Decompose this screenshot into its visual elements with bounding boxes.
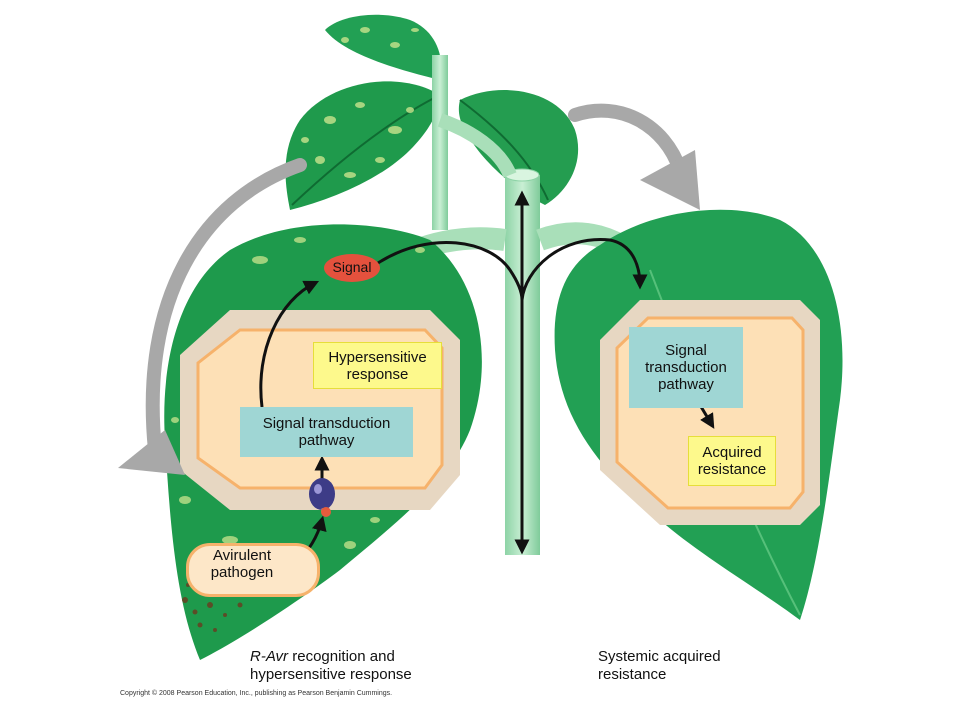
signal-label: Signal — [332, 259, 372, 275]
left-signal-transduction-box: Signal transduction pathway — [240, 407, 413, 457]
acquired-resistance-box: Acquired resistance — [688, 436, 776, 486]
right-caption: Systemic acquired resistance — [598, 648, 721, 684]
copyright-text: Copyright © 2008 Pearson Education, Inc.… — [120, 690, 393, 697]
right-caption-line2: resistance — [598, 666, 667, 683]
left-caption: R-Avr recognition and hypersensitive res… — [250, 648, 412, 684]
top-center-leaf — [325, 14, 442, 80]
top-left-leaf — [285, 81, 441, 211]
gray-arrow-left — [118, 158, 307, 475]
top-right-leaf — [458, 90, 579, 205]
left-caption-line2: hypersensitive response — [250, 666, 412, 683]
r-protein-icon — [309, 478, 335, 517]
avirulent-pathogen-label: Avirulent pathogen — [210, 547, 274, 581]
right-caption-line1: Systemic acquired — [598, 648, 721, 665]
avirulent-pathogen-box — [186, 543, 320, 597]
left-caption-italic: R-Avr — [250, 648, 289, 665]
signal-oval — [324, 254, 380, 282]
signal-flow-arrows — [259, 190, 715, 565]
gray-arrow-right — [568, 103, 700, 210]
right-signal-transduction-box: Signal transduction pathway — [629, 327, 743, 408]
hypersensitive-response-box: Hypersensitive response — [313, 342, 442, 389]
left-caption-line1: recognition and — [288, 648, 395, 665]
